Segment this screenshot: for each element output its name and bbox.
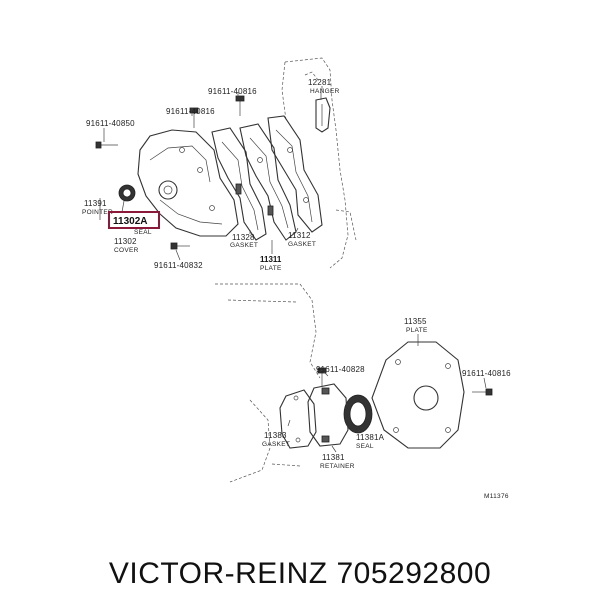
label-11302: 11302 — [114, 237, 137, 246]
gasket-11328-part — [211, 127, 267, 241]
timing-cover-part — [137, 129, 239, 237]
hanger-part — [315, 92, 331, 133]
label-91611-40816-right: 91611-40816 — [462, 369, 511, 378]
part-number: 705292800 — [336, 557, 492, 590]
end-plate-part — [371, 341, 465, 449]
label-11312-sub: GASKET — [288, 241, 316, 248]
diagram-reference-code: M11376 — [484, 493, 509, 500]
label-11383-sub: GASKET — [262, 441, 290, 448]
label-12281-sub: HANGER — [310, 88, 340, 95]
engine-block-upper-outline — [281, 57, 357, 269]
label-11302a: 11302A — [113, 216, 147, 227]
leader-lines-upper — [99, 86, 323, 261]
label-91611-40816-mid: 91611-40816 — [166, 107, 215, 116]
bolts-upper — [95, 95, 245, 250]
label-11328: 11328 — [232, 233, 255, 242]
label-12281: 12281 — [308, 78, 332, 87]
retainer-part — [307, 383, 349, 447]
seal-11302a-part — [118, 184, 136, 202]
label-11355: 11355 — [404, 317, 427, 326]
label-11381a: 11381A — [356, 433, 385, 442]
label-91611-40850: 91611-40850 — [86, 119, 135, 128]
bolts-lower — [317, 367, 493, 396]
label-11302a-sub: SEAL — [134, 229, 152, 236]
label-91611-40832: 91611-40832 — [154, 261, 203, 270]
label-91611-40828: 91611-40828 — [316, 365, 365, 374]
gasket-11383-part — [279, 389, 317, 449]
part-caption: VICTOR-REINZ 705292800 — [0, 548, 600, 600]
label-91611-40816-top: 91611-40816 — [208, 87, 257, 96]
label-11383: 11383 — [264, 431, 287, 440]
label-11391: 11391 — [84, 199, 107, 208]
label-11302-sub: COVER — [114, 247, 139, 254]
label-11328-sub: GASKET — [230, 242, 258, 249]
label-11381-sub: RETAINER — [320, 463, 355, 470]
label-11311: 11311 — [260, 255, 282, 264]
label-11311-sub: PLATE — [260, 265, 282, 272]
plate-11311-part — [239, 123, 297, 241]
label-11381a-sub: SEAL — [356, 443, 374, 450]
engine-block-lower-outline — [215, 283, 321, 483]
label-11391-sub: POINTER — [82, 209, 113, 216]
brand-name: VICTOR-REINZ — [108, 557, 328, 590]
label-11355-sub: PLATE — [406, 327, 428, 334]
oil-seal-part — [343, 394, 373, 434]
label-11381: 11381 — [322, 453, 345, 462]
gasket-11312-part — [267, 115, 323, 233]
leader-lines-lower — [287, 334, 487, 453]
part-labels: 12281 HANGER 91611-40816 91611-40816 916… — [82, 78, 511, 500]
highlight-box-11302a — [108, 211, 160, 229]
label-11312: 11312 — [288, 231, 311, 240]
